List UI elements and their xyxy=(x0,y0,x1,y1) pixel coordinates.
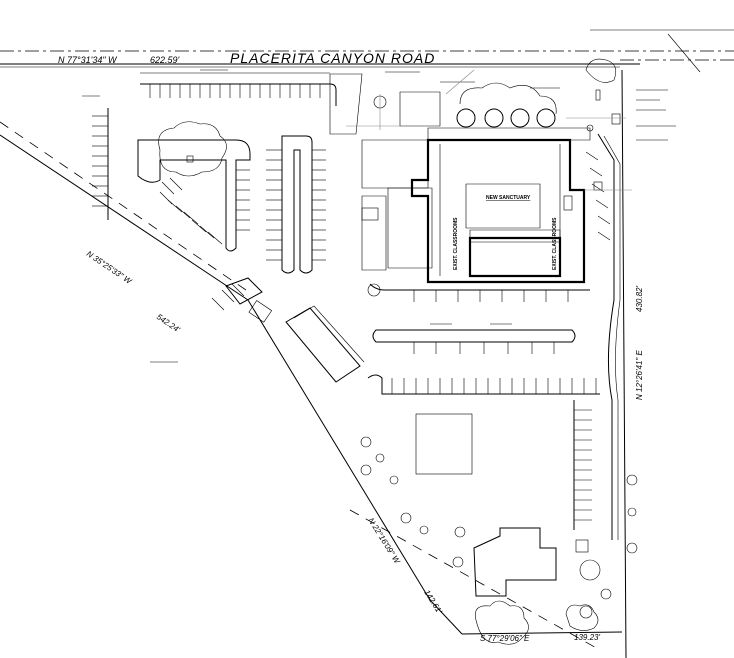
southwest-distance: 142.61' xyxy=(422,588,444,615)
south-bearing: S 77°29'06" E xyxy=(480,634,530,643)
center-parking xyxy=(367,133,621,540)
west-distance: 542.24' xyxy=(155,312,182,334)
road-name: PLACERITA CANYON ROAD xyxy=(230,50,435,66)
east-bearing: N 12°26'41" E xyxy=(635,350,644,400)
callout-marks xyxy=(82,69,676,363)
tree-row xyxy=(373,82,557,128)
left-parking-lot xyxy=(92,83,337,311)
property-boundary xyxy=(0,69,627,658)
exist-classrooms-right-label: EXIST. CLASSROOMS xyxy=(552,217,558,270)
tree-cloud-icon xyxy=(158,121,227,177)
new-sanctuary-label: NEW SANCTUARY xyxy=(486,195,531,201)
road-lines xyxy=(0,29,734,74)
boundary-labels: N 35°25'33" W 542.24' N 12°26'41" E 430.… xyxy=(85,249,644,643)
west-bearing: N 35°25'33" W xyxy=(85,249,134,286)
site-details xyxy=(346,69,632,211)
road-bearing: N 77°31'34" W xyxy=(58,55,118,65)
trees xyxy=(360,58,638,645)
south-distance: 139.23' xyxy=(574,633,600,642)
east-distance: 430.82' xyxy=(635,286,644,312)
exist-classrooms-left-label: EXIST. CLASSROOMS xyxy=(453,217,459,270)
road-distance: 622.59' xyxy=(150,55,180,65)
buildings: NEW SANCTUARY EXIST. CLASSROOMS EXIST. C… xyxy=(248,138,589,597)
